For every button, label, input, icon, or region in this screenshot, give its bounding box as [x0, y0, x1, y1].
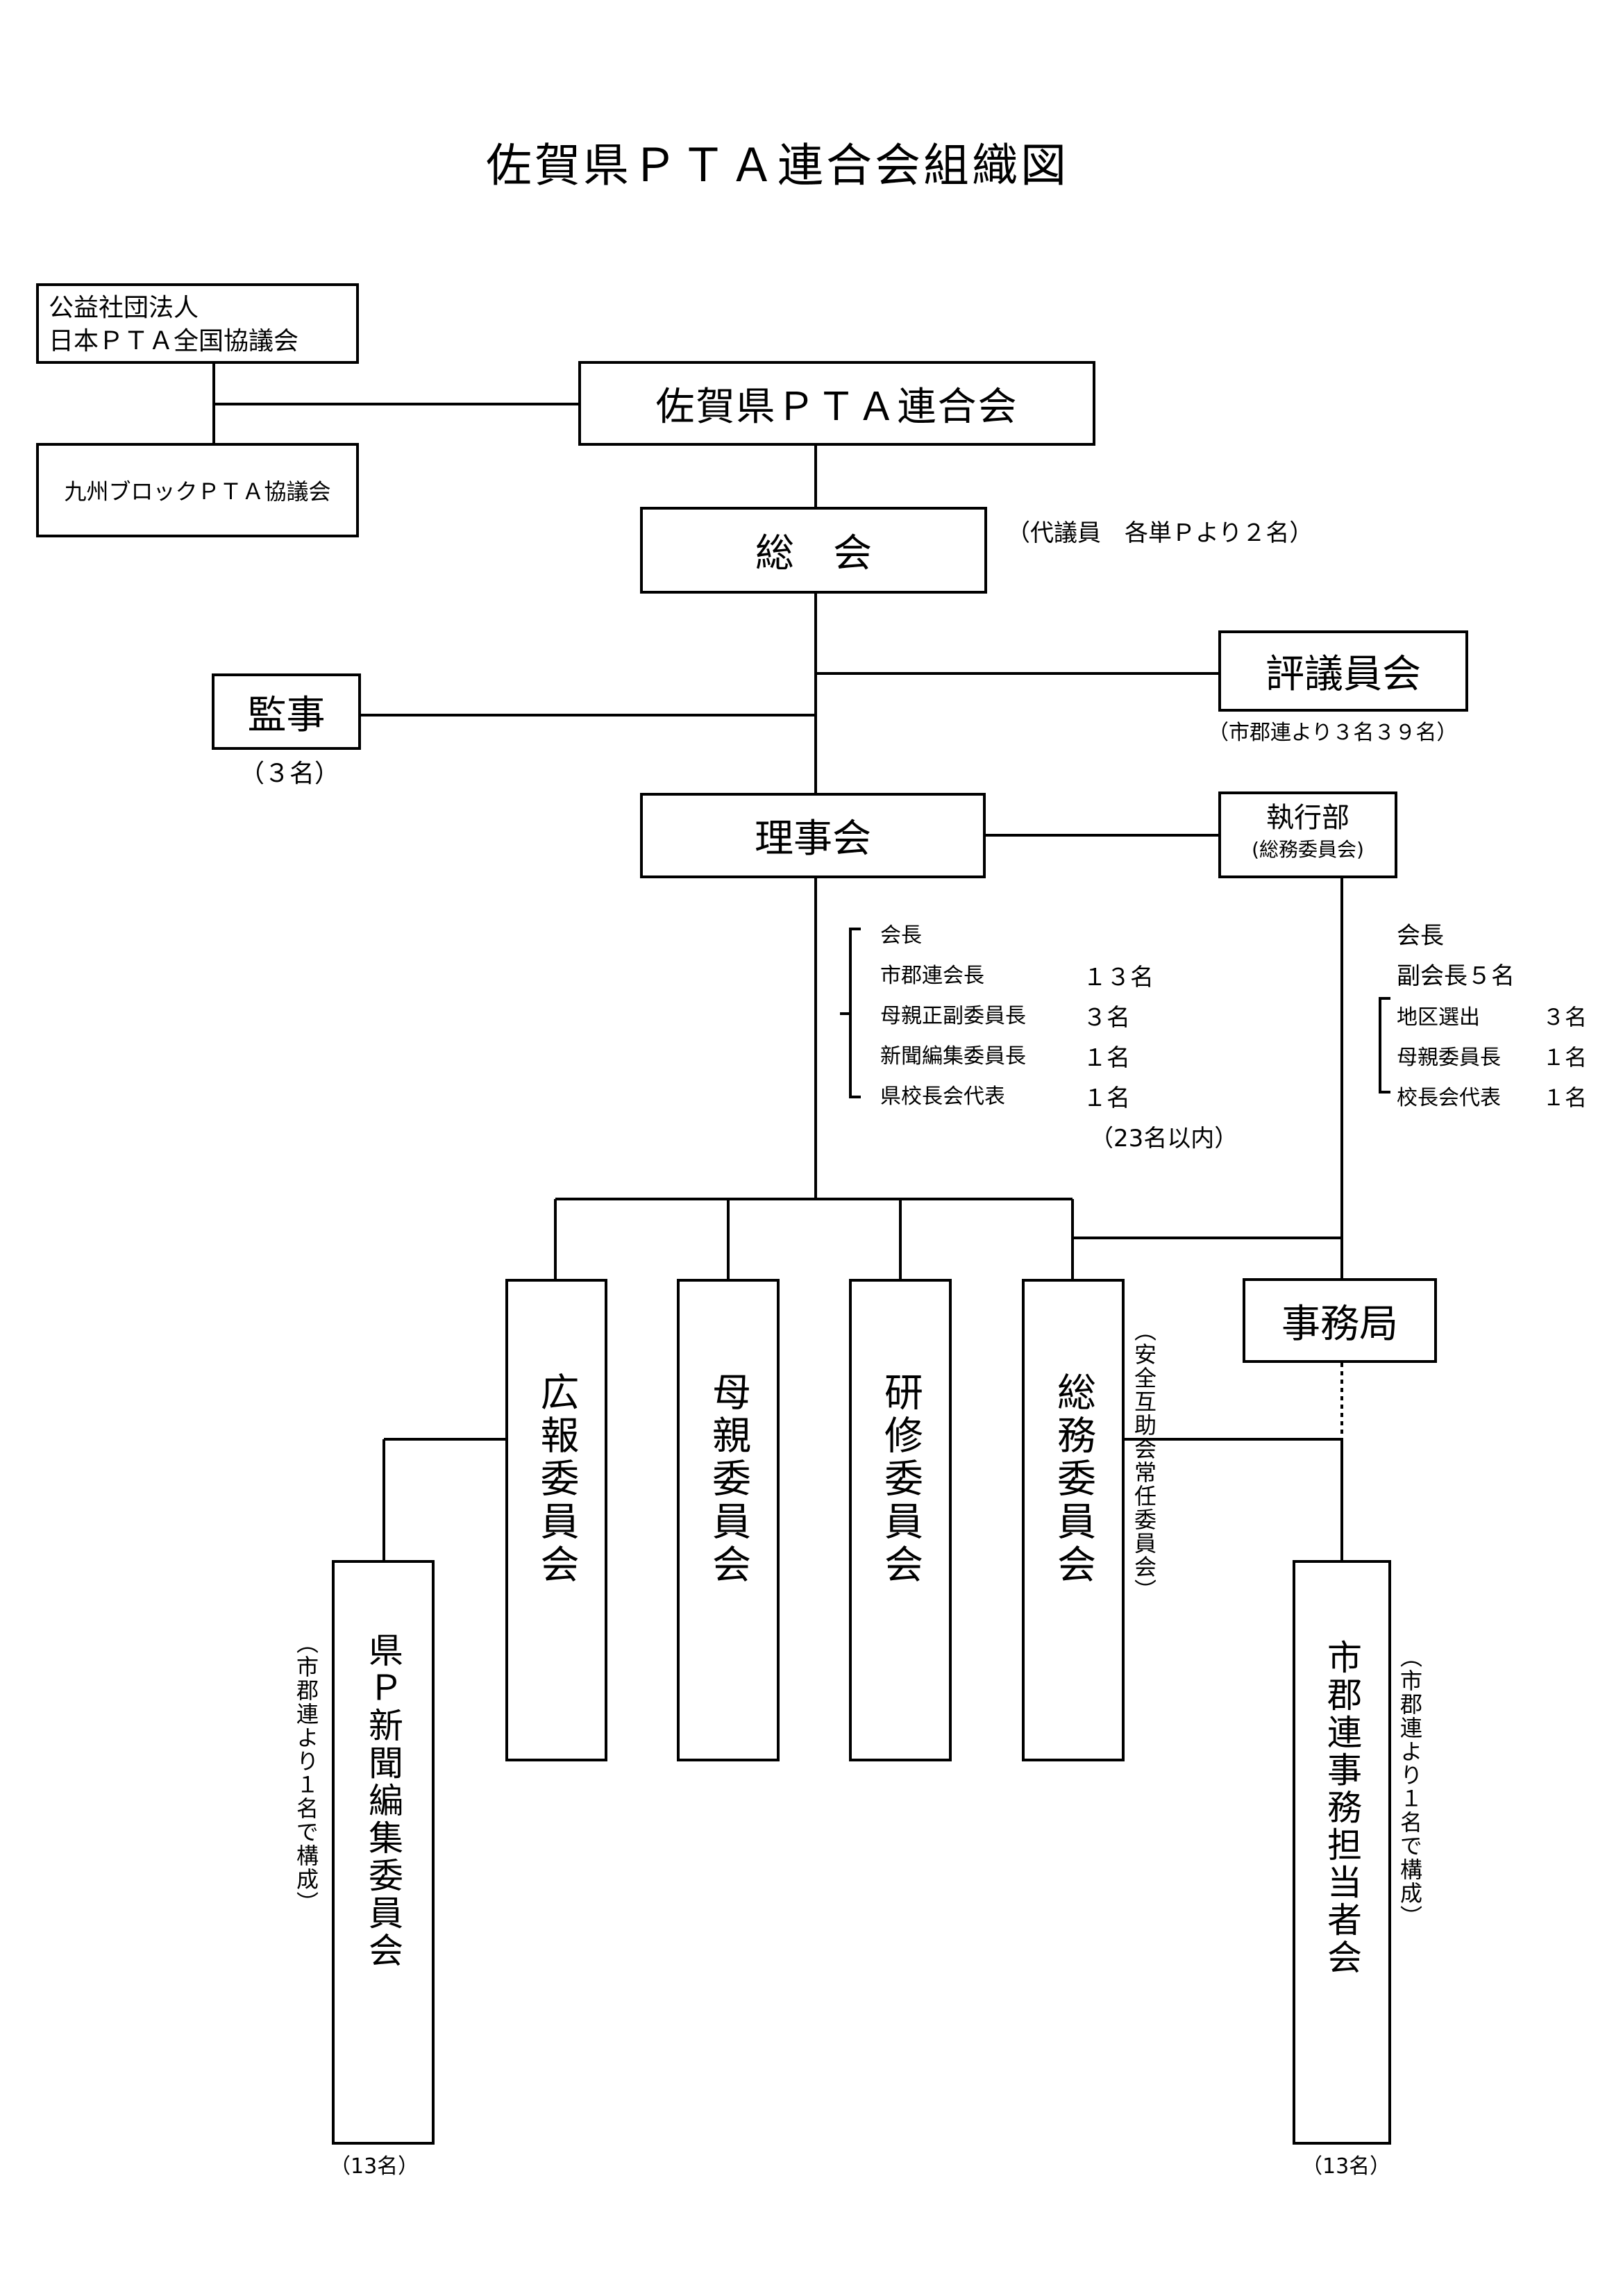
councillors-note: （市郡連より３名３９名）: [1208, 721, 1458, 745]
board-member-total: （23名以内）: [1090, 1125, 1238, 1153]
general-affairs-note: （安全互助会常任委員会）: [1131, 1319, 1157, 1602]
newspaper-committee-box: 県Ｐ新聞編集委員会: [332, 1560, 435, 2145]
staff-council-count: （13名）: [1302, 2154, 1391, 2179]
councillors-box: 評議員会: [1218, 630, 1468, 712]
executive-label: 執行部: [1266, 802, 1349, 834]
staff-council-note: （市郡連より１名で構成）: [1397, 1645, 1423, 1929]
executive-member-count-3: ３名: [1542, 1004, 1588, 1030]
staff-council-label: 市郡連事務担当者会: [1322, 1639, 1362, 1977]
board-member-count-5: １名: [1083, 1084, 1130, 1112]
general-affairs-committee-box: 総務委員会: [1022, 1279, 1125, 1761]
japan-pta-line1: 公益社団法人: [49, 294, 199, 322]
newspaper-committee-label: 県Ｐ新聞編集委員会: [363, 1632, 403, 1970]
training-committee-box: 研修委員会: [849, 1279, 952, 1761]
board-member-label-5: 県校長会代表: [880, 1084, 1005, 1109]
kyushu-block-label: 九州ブロックＰＴＡ協議会: [64, 478, 331, 505]
kyushu-block-box: 九州ブロックＰＴＡ協議会: [36, 443, 359, 537]
general-assembly-note: （代議員 各単Ｐより２名）: [1007, 519, 1313, 547]
auditors-note: （３名）: [239, 760, 340, 788]
pr-committee-label: 広報委員会: [534, 1372, 579, 1587]
board-label: 理事会: [755, 816, 871, 862]
newspaper-committee-note: （市郡連より１名で構成）: [293, 1632, 319, 1915]
board-member-count-2: １３名: [1083, 964, 1154, 991]
executive-member-label-4: 母親委員長: [1397, 1046, 1501, 1070]
executive-member-label-2: 副会長５名: [1397, 962, 1515, 990]
auditors-label: 監事: [247, 692, 326, 738]
japan-pta-box: 公益社団法人 日本ＰＴＡ全国協議会: [36, 283, 359, 364]
training-committee-label: 研修委員会: [877, 1372, 923, 1587]
secretariat-label: 事務局: [1281, 1301, 1398, 1347]
pr-committee-box: 広報委員会: [505, 1279, 607, 1761]
mothers-committee-box: 母親委員会: [677, 1279, 780, 1761]
auditors-box: 監事: [212, 673, 361, 750]
board-member-count-3: ３名: [1083, 1004, 1130, 1032]
executive-member-count-4: １名: [1542, 1044, 1588, 1071]
saga-pta-label: 佐賀県ＰＴＡ連合会: [655, 384, 1018, 430]
board-member-label-2: 市郡連会長: [880, 964, 984, 988]
secretariat-box: 事務局: [1243, 1278, 1437, 1363]
newspaper-committee-count: （13名）: [330, 2154, 419, 2179]
executive-box: 執行部 (総務委員会): [1218, 791, 1397, 878]
general-affairs-committee-label: 総務委員会: [1050, 1372, 1096, 1587]
executive-member-label-3: 地区選出: [1397, 1005, 1480, 1030]
saga-pta-box: 佐賀県ＰＴＡ連合会: [578, 361, 1095, 446]
executive-member-count-5: １名: [1542, 1084, 1588, 1111]
japan-pta-line2: 日本ＰＴＡ全国協議会: [49, 327, 299, 355]
councillors-label: 評議員会: [1265, 652, 1421, 697]
staff-council-box: 市郡連事務担当者会: [1293, 1560, 1391, 2145]
board-member-label-1: 会長: [880, 923, 922, 948]
board-member-label-3: 母親正副委員長: [880, 1004, 1026, 1028]
page-title: 佐賀県ＰＴＡ連合会組織図: [486, 139, 1069, 192]
mothers-committee-label: 母親委員会: [705, 1372, 751, 1587]
executive-member-label-1: 会長: [1397, 922, 1444, 950]
board-member-count-4: １名: [1083, 1044, 1130, 1072]
executive-sublabel: (総務委員会): [1252, 838, 1364, 861]
board-box: 理事会: [640, 793, 986, 878]
general-assembly-box: 総 会: [640, 507, 987, 594]
general-assembly-label: 総 会: [755, 531, 872, 576]
executive-member-label-5: 校長会代表: [1397, 1086, 1501, 1110]
board-member-label-4: 新聞編集委員長: [880, 1044, 1026, 1069]
